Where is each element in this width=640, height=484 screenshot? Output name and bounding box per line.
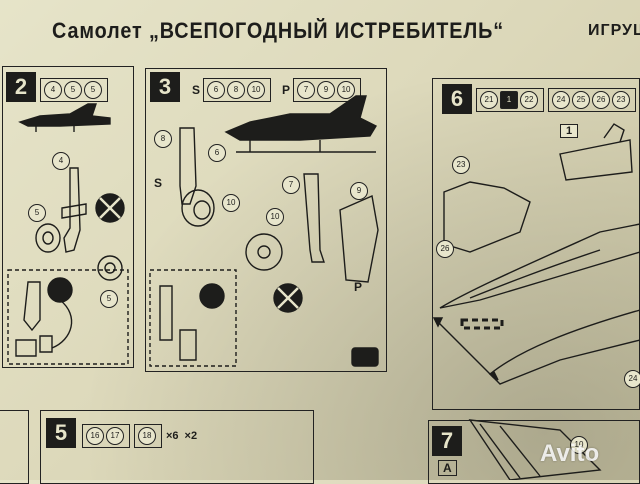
part-callout: 6 — [208, 144, 226, 162]
part-number: 24 — [552, 91, 570, 109]
step-5-parts-frame: 16 17 — [82, 424, 130, 448]
page-title-right: ИГРУШ — [588, 22, 640, 39]
page-title: Самолет „ВСЕПОГОДНЫЙ ИСТРЕБИТЕЛЬ“ — [52, 18, 505, 43]
step-6-number: 6 — [442, 84, 472, 114]
watermark: Avito — [540, 440, 600, 467]
step-2-parts: 4 5 5 — [40, 78, 112, 102]
part-number: 1 — [500, 91, 518, 109]
step-2-panel — [2, 66, 134, 368]
wheel-icon — [35, 223, 61, 253]
part-callout: 8 — [154, 130, 172, 148]
step-7-number: 7 — [432, 426, 462, 456]
part-number: 21 — [480, 91, 498, 109]
part-number: 5 — [64, 81, 82, 99]
part-callout: 5 — [100, 290, 118, 308]
part-number: 25 — [572, 91, 590, 109]
step-3-parts-p: P 7 9 10 — [282, 78, 365, 102]
step-7-label-a: A — [438, 460, 457, 476]
part-number: 5 — [84, 81, 102, 99]
step-2-parts-frame: 4 5 5 — [40, 78, 108, 102]
step-5-parts: 16 17 18 ×6 ×2 — [82, 424, 197, 448]
wheel-icon — [245, 233, 283, 271]
part-number: 22 — [520, 91, 538, 109]
wheel-icon — [97, 255, 123, 281]
multiplier: ×6 — [166, 430, 179, 442]
part-number: 17 — [106, 427, 124, 445]
label-p: P — [282, 83, 291, 97]
step-3-parts-p-frame: 7 9 10 — [293, 78, 362, 102]
cockpit-seat-icon — [559, 139, 633, 181]
aircraft-silhouette-icon — [18, 103, 111, 127]
aircraft-silhouette-icon — [224, 95, 377, 141]
part-callout: 24 — [624, 370, 640, 388]
fuselage-half-icon — [488, 309, 640, 385]
part-callout: 4 — [52, 152, 70, 170]
step-3-parts-s-frame: 6 8 10 — [203, 78, 272, 102]
label-p: P — [354, 280, 363, 294]
part-callout: 10 — [222, 194, 240, 212]
step-5-number: 5 — [46, 418, 76, 448]
part-callout: 9 — [350, 182, 368, 200]
part-number: 4 — [44, 81, 62, 99]
step-3-panel — [145, 68, 387, 372]
label-s: S — [154, 176, 163, 190]
glue-tube-icon — [351, 347, 379, 367]
landing-gear-strut-icon — [303, 173, 325, 263]
part-number: 8 — [227, 81, 246, 99]
part-callout: 7 — [282, 176, 300, 194]
canopy-icon — [443, 181, 531, 253]
multiplier: ×2 — [184, 430, 198, 442]
step-3-parts-s: S 6 8 10 — [192, 78, 275, 102]
part-callout: 10 — [570, 436, 588, 454]
part-callout: 23 — [452, 156, 470, 174]
step-6-parts: 21 1 22 24 25 26 23 — [476, 88, 640, 112]
part-number: 6 — [207, 81, 226, 99]
step-6-parts-b-frame: 24 25 26 23 — [548, 88, 636, 112]
part-number: 16 — [86, 427, 104, 445]
part-number: 10 — [247, 81, 266, 99]
part-number: 9 — [317, 81, 336, 99]
step-6-parts-a-frame: 21 1 22 — [476, 88, 544, 112]
part-number: 10 — [337, 81, 356, 99]
step-3-number: 3 — [150, 72, 180, 102]
wheel-icon — [181, 189, 215, 227]
part-number: 18 — [138, 427, 156, 445]
part-callout: 26 — [436, 240, 454, 258]
part-callout: 5 — [28, 204, 46, 222]
gear-door-icon — [339, 195, 379, 283]
part-number: 23 — [612, 91, 630, 109]
part-1-box: 1 — [560, 124, 579, 138]
fuselage-half-icon — [439, 223, 640, 309]
step-5-part-18-frame: 18 — [134, 424, 162, 448]
part-number: 7 — [297, 81, 316, 99]
part-callout: 10 — [266, 208, 284, 226]
landing-gear-strut-icon — [179, 127, 197, 205]
part-number: 26 — [592, 91, 610, 109]
step-2-number: 2 — [6, 72, 36, 102]
landing-gear-strut-icon — [63, 167, 81, 253]
label-s: S — [192, 83, 201, 97]
